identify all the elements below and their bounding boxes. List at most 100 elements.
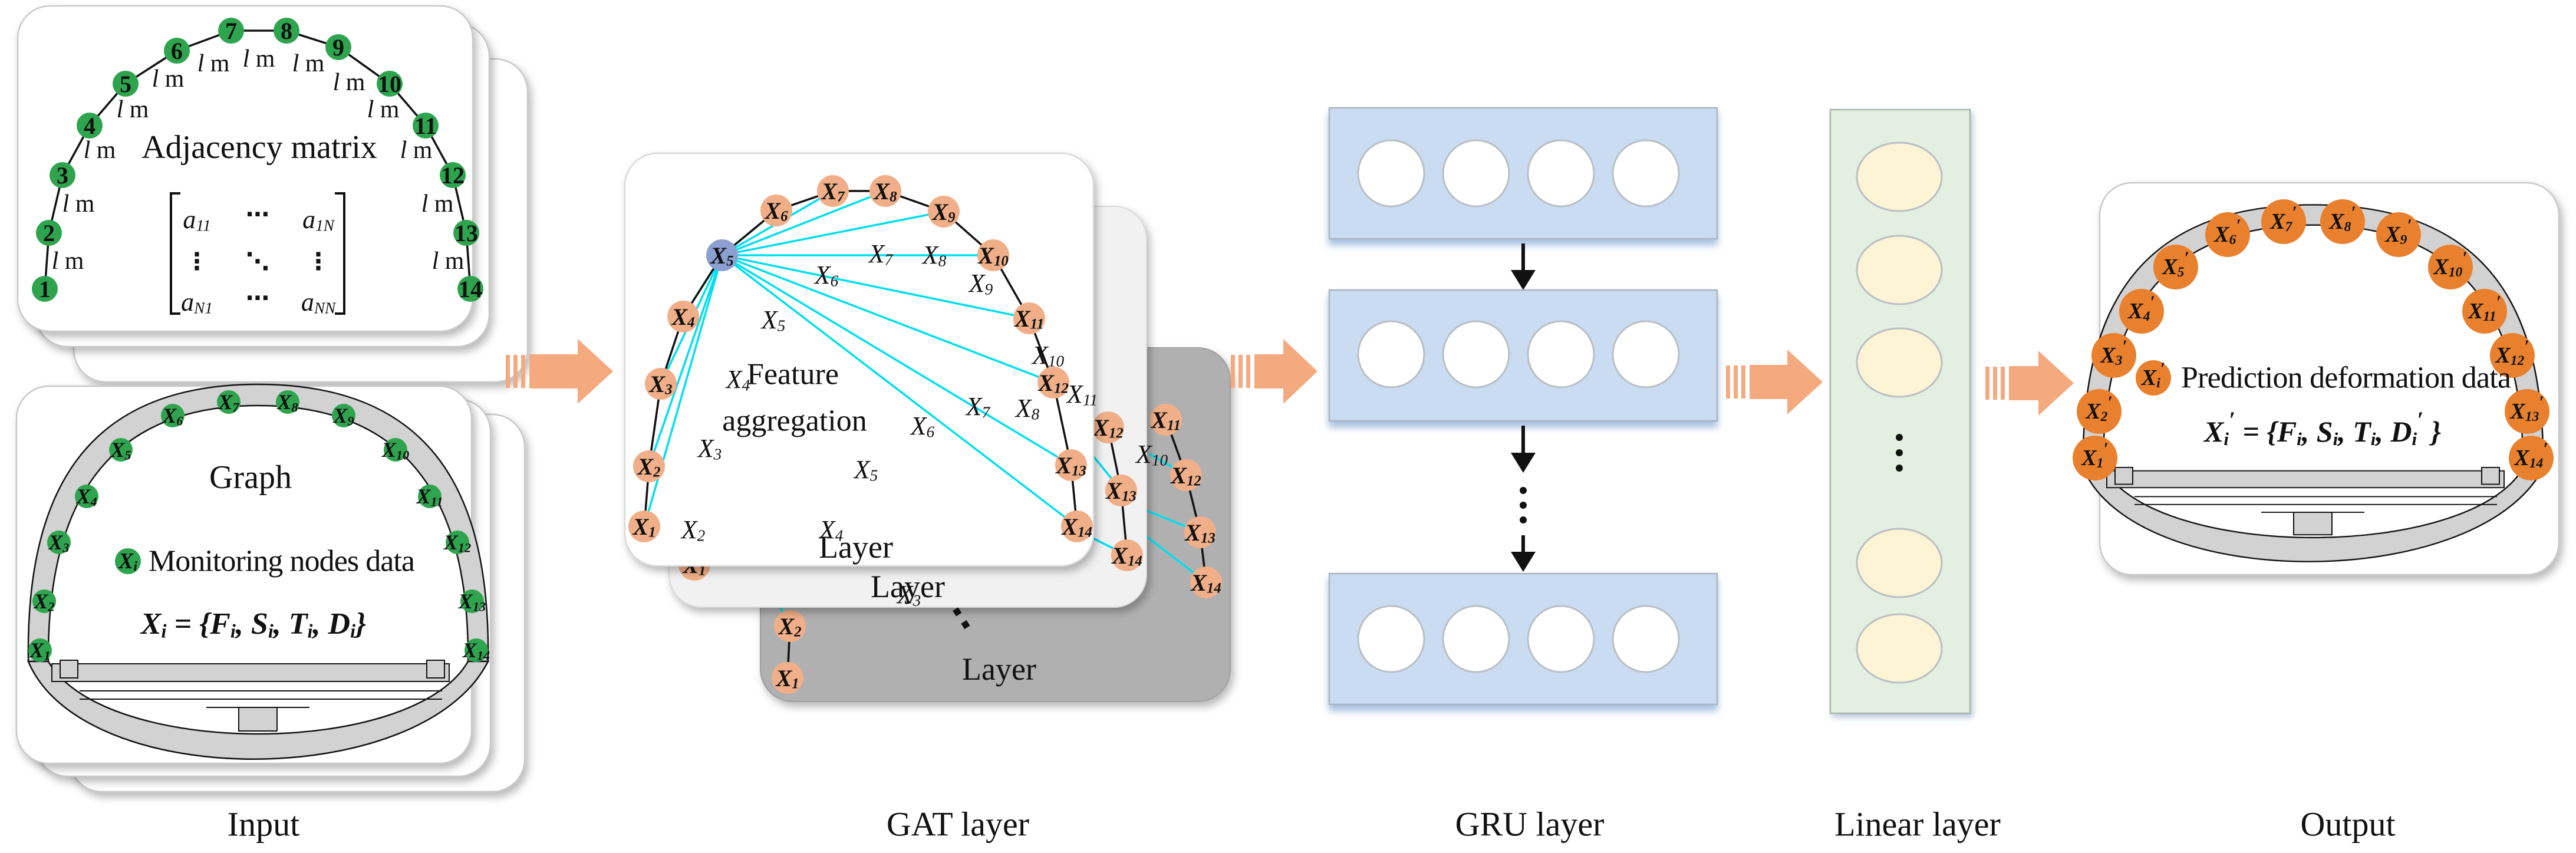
gat-front-layer-label: Layer: [819, 529, 893, 565]
edge-length-label-label: l m: [367, 96, 400, 123]
gat-node: [928, 196, 960, 228]
gat-node-label: X1: [775, 665, 799, 692]
gat-node-label: X9: [931, 199, 955, 226]
green-sensor-node: [453, 220, 479, 246]
green-sensor-node: [325, 34, 351, 60]
edge-length-label-label: l m: [52, 248, 84, 275]
legend-node: [115, 548, 141, 574]
arrow-bar: [521, 355, 525, 388]
prediction-node: [2462, 289, 2507, 334]
gru-unit: [1357, 139, 1425, 208]
prediction-node-label: X2′: [2085, 393, 2112, 424]
gru-unit: [1527, 605, 1595, 673]
linear-neuron: [1856, 613, 1943, 684]
arrow-bar: [513, 355, 518, 388]
linear-neuron: [1856, 528, 1943, 598]
prediction-node: [2119, 289, 2164, 334]
green-monitoring-node-label: X12: [443, 531, 471, 555]
green-monitoring-node-label: X7: [218, 390, 239, 414]
prediction-node: [2091, 333, 2136, 378]
arrow-bar: [1238, 355, 1243, 388]
gat-shadow-label-label: X9: [968, 269, 993, 298]
graph-title: Graph: [209, 459, 292, 496]
input-feature-formula: Xi = {Fi, Si, Ti, Di}: [140, 607, 366, 642]
edge-length-label-label: l m: [421, 190, 454, 218]
gru-unit: [1612, 320, 1680, 388]
edge-length-label-label: l m: [84, 137, 116, 164]
edge-length-label-label: l m: [197, 50, 230, 77]
gat-node-label: X5: [709, 242, 733, 269]
ellipsis-dot: [1896, 465, 1903, 472]
gat-node-label: X13: [1184, 519, 1215, 546]
prediction-node-label: X3′: [2100, 337, 2127, 368]
green-sensor-node-label: 6: [171, 38, 183, 64]
gat-node-label: X4: [670, 304, 694, 331]
prediction-node-label: X1′: [2081, 440, 2108, 471]
gat-shadow-label-label: X7: [868, 239, 894, 269]
arrow-bar: [1993, 367, 1997, 400]
green-monitoring-node: [28, 638, 52, 662]
gat-node-label: X6: [763, 197, 788, 225]
green-sensor-node-label: 13: [454, 220, 478, 246]
green-sensor-node: [113, 71, 139, 97]
green-monitoring-node: [32, 589, 56, 613]
prediction-node: [2205, 212, 2250, 257]
green-sensor-node: [164, 38, 190, 64]
prediction-node-label: X10′: [2433, 249, 2467, 280]
gat-node-label: X14: [1190, 569, 1221, 597]
green-sensor-node: [50, 162, 75, 188]
edge-length-label-label: l m: [152, 65, 185, 93]
green-monitoring-node: [332, 404, 355, 427]
gat-node: [1170, 459, 1202, 491]
prediction-node: [2077, 389, 2122, 434]
gru-unit: [1357, 320, 1425, 388]
gat-node-label: X12: [1092, 414, 1123, 442]
green-monitoring-node-label: X3: [48, 531, 69, 555]
gat-node: [977, 239, 1009, 271]
green-monitoring-node: [161, 404, 185, 427]
edge-length-label-label: l m: [243, 45, 275, 73]
gat-node-label: X11: [1013, 305, 1044, 332]
down-arrow-head: [1511, 552, 1536, 572]
down-arrow-head: [1511, 453, 1536, 473]
green-monitoring-node: [465, 638, 488, 662]
gat-node-label: X14: [1060, 513, 1092, 541]
arrow-head: [1750, 350, 1823, 414]
attention-edge: [722, 254, 1030, 320]
gat-node: [760, 195, 792, 226]
adjacency-matrix-title: Adjacency matrix: [141, 129, 377, 166]
ellipsis-dot: [1896, 449, 1903, 456]
gru-units-row1: [1357, 139, 1680, 208]
gat-shadow-label-label: X2: [680, 515, 706, 545]
gat-shadow-label-label: X6: [813, 261, 839, 290]
prediction-node-label: X12′: [2495, 337, 2529, 368]
label-gru-layer: GRU layer: [1455, 805, 1605, 844]
green-monitoring-node-label: X8: [276, 390, 298, 414]
ellipsis-dot: [1520, 502, 1527, 509]
matrix-bracket-right: [335, 192, 345, 315]
green-monitoring-node: [460, 589, 484, 613]
arrow-bar: [1231, 355, 1235, 388]
matrix-dots: ⋯: [246, 201, 269, 228]
green-monitoring-node: [75, 485, 98, 508]
gat-back-layer-label: Layer: [962, 651, 1036, 687]
gat-shadow-label-label: X11: [1066, 380, 1098, 409]
edge-length-label-label: l m: [292, 50, 325, 77]
gat-node: [1111, 539, 1143, 571]
green-sensor-node-label: 3: [57, 162, 68, 189]
label-linear-layer: Linear layer: [1834, 805, 2001, 844]
prediction-node-label: X9′: [2384, 216, 2412, 248]
arrow-linear-to-output: [1985, 351, 2074, 416]
gat-node-label: X10: [977, 242, 1008, 269]
arrow-bar: [1246, 355, 1250, 388]
gat-node-label: X2: [777, 613, 801, 640]
gat-node: [1037, 367, 1069, 398]
monitoring-legend-text: Monitoring nodes data: [149, 545, 415, 578]
output-legend-node-group: Xi′: [2136, 360, 2171, 396]
gat-shadow-label-label: X7: [965, 392, 991, 421]
green-monitoring-node: [446, 531, 469, 554]
green-sensor-node: [36, 220, 62, 246]
prediction-node: [2376, 212, 2421, 257]
